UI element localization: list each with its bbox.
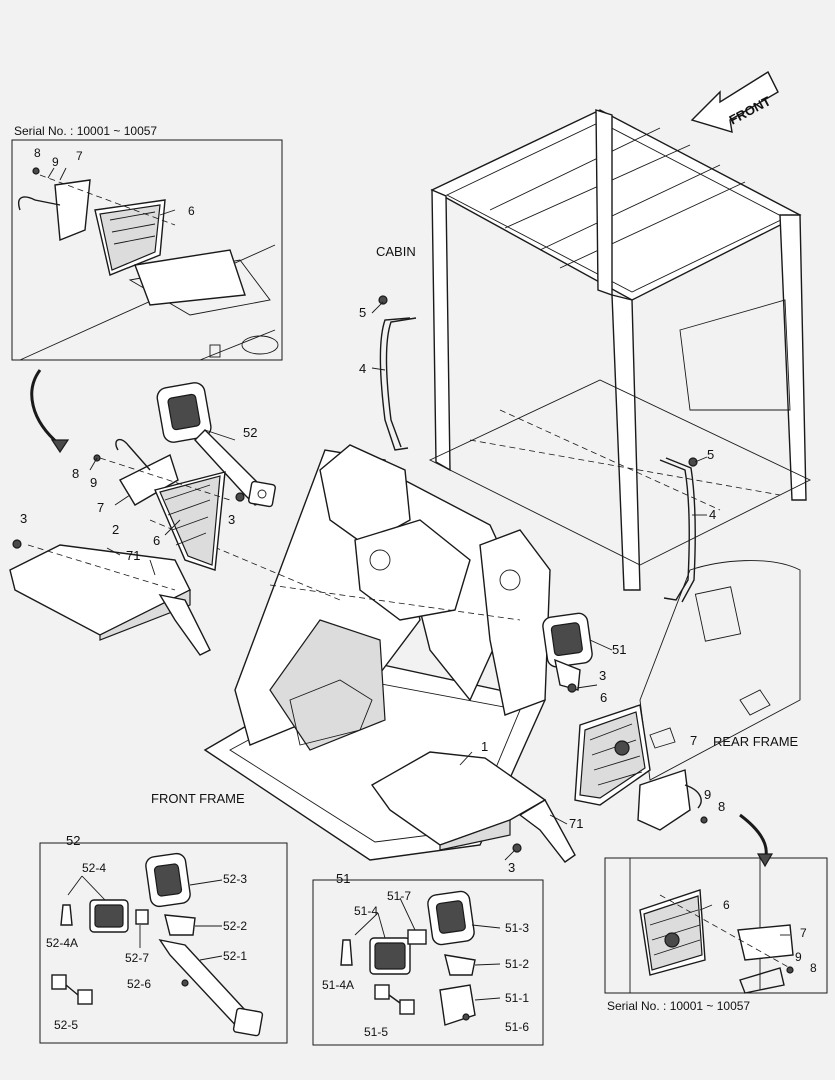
front-frame-label: FRONT FRAME [151,791,245,806]
callout-6-b: 6 [600,690,607,705]
callout-3-d: 3 [508,860,515,875]
callout-5-a: 5 [359,305,366,320]
box51-label-51-4: 51-4 [354,904,378,918]
callout-3-c: 3 [599,668,606,683]
callout-8-b: 8 [718,799,725,814]
box52-label-52-2: 52-2 [223,919,247,933]
fender-left [9,539,211,656]
box51-label-51-4a: 51-4A [322,978,354,992]
cabin-structure [378,109,812,781]
subassembly-box-52: 52 [39,833,288,1044]
serial-label-top-left: Serial No. : 10001 ~ 10057 [14,124,157,138]
callout-51: 51 [612,642,626,657]
inset-tl-7: 7 [76,149,83,163]
box52-label-52-5: 52-5 [54,1018,78,1032]
box52-label-52-7: 52-7 [125,951,149,965]
box51-label-51-2: 51-2 [505,957,529,971]
callout-6: 6 [153,533,160,548]
box52-label-52-4: 52-4 [82,861,106,875]
box51-title: 51 [336,871,350,886]
inset-tl-6: 6 [188,204,195,218]
callout-71-b: 71 [569,816,583,831]
inset-bottom-right: Serial No. : 10001 ~ 10057 [604,857,828,1013]
inset-top-left: Serial No. : 10001 ~ 10057 [11,124,283,361]
box51-label-51-3: 51-3 [505,921,529,935]
callout-5-b: 5 [707,447,714,462]
callout-2: 2 [112,522,119,537]
rear-frame-label: REAR FRAME [713,734,799,749]
lamp-52-main [156,382,276,508]
inset-br-9: 9 [795,950,802,964]
box51-label-51-1: 51-1 [505,991,529,1005]
callout-1: 1 [481,739,488,754]
box52-label-52-3: 52-3 [223,872,247,886]
subassembly-box-51: 51 [312,871,544,1046]
inset-br-8: 8 [810,961,817,975]
lamp-51-main [542,612,593,693]
inset-tl-8: 8 [34,146,41,160]
wedge-bracket-main-left [93,438,231,571]
front-arrow: FRONT [690,70,779,133]
box52-label-52-4a: 52-4A [46,936,78,950]
callout-3-b: 3 [20,511,27,526]
callout-8: 8 [72,466,79,481]
callout-4-a: 4 [359,361,366,376]
callout-9-b: 9 [704,787,711,802]
cabin-label: CABIN [376,244,416,259]
box51-label-51-5: 51-5 [364,1025,388,1039]
inset-br-6: 6 [723,898,730,912]
callout-7: 7 [97,500,104,515]
box52-label-52-6: 52-6 [127,977,151,991]
callout-71-a: 71 [126,548,140,563]
callout-labels: 52 8 9 7 6 3 3 2 71 5 4 5 4 51 3 6 7 9 8… [20,146,817,1039]
box52-title: 52 [66,833,80,848]
leader-lines [47,167,790,1001]
box51-label-51-7: 51-7 [387,889,411,903]
callout-9: 9 [90,475,97,490]
box52-label-52-1: 52-1 [223,949,247,963]
callout-3-a: 3 [228,512,235,527]
serial-label-bottom-right: Serial No. : 10001 ~ 10057 [607,999,750,1013]
callout-7-b: 7 [690,733,697,748]
inset-br-7: 7 [800,926,807,940]
callout-4-b: 4 [709,507,716,522]
box51-label-51-6: 51-6 [505,1020,529,1034]
inset-tl-9: 9 [52,155,59,169]
wedge-bracket-main-right [574,704,708,831]
callout-52: 52 [243,425,257,440]
fender-right [370,751,576,863]
